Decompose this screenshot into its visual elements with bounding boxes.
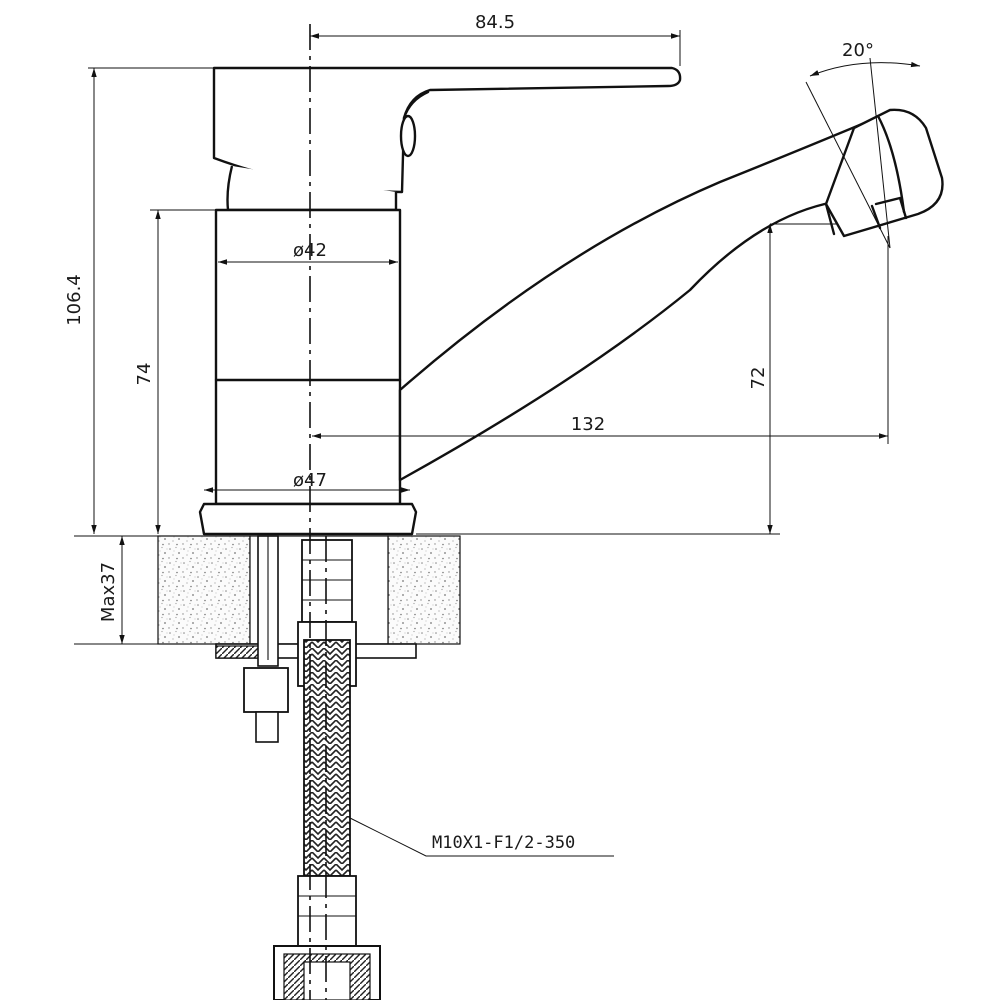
lever-inner-edge <box>402 90 430 120</box>
stud-tip <box>255 711 279 743</box>
faucet-body <box>198 66 944 536</box>
aerator-ring <box>876 114 906 214</box>
dim-spout-height: 72 <box>416 223 836 535</box>
countertop-right <box>387 535 461 645</box>
base-flange <box>198 502 418 536</box>
dim-base-diameter: ø47 <box>204 470 410 493</box>
dim-total-height-label: 106.4 <box>64 274 85 326</box>
lever-handle <box>212 66 682 194</box>
aerator-tip <box>824 196 908 236</box>
dim-lever-reach: 84.5 <box>310 12 681 66</box>
stud-nut <box>243 667 289 713</box>
dim-spout-angle-label: 20° <box>842 40 874 61</box>
lever-pivot <box>399 114 417 158</box>
dim-mount-thickness: Max37 <box>74 535 158 645</box>
dim-body-height-label: 74 <box>134 363 155 386</box>
dim-spout-angle: 20° <box>805 40 921 249</box>
dim-total-height: 106.4 <box>64 67 214 534</box>
dim-spout-reach: 132 <box>312 236 889 444</box>
aerator <box>824 108 944 238</box>
hose-ferrule <box>297 875 357 949</box>
hose-spec-leader: M10X1-F1/2-350 <box>349 817 614 857</box>
dim-spout-reach-label: 132 <box>571 414 605 435</box>
supply-hose <box>273 539 381 1000</box>
dim-spout-height-label: 72 <box>748 367 769 390</box>
dim-mount-thickness-label: Max37 <box>98 562 119 622</box>
hose-braid <box>303 639 351 877</box>
dim-base-diameter-label: ø47 <box>293 470 327 491</box>
dim-lever-reach-label: 84.5 <box>475 12 515 33</box>
dim-upper-diameter-label: ø42 <box>293 240 327 261</box>
dim-body-height: 74 <box>134 209 216 534</box>
dim-upper-diameter: ø42 <box>218 240 398 265</box>
clamp-washer <box>215 645 261 659</box>
countertop-left <box>157 535 251 645</box>
body-cylinder <box>214 208 402 506</box>
hose-spec-label: M10X1-F1/2-350 <box>432 833 575 853</box>
